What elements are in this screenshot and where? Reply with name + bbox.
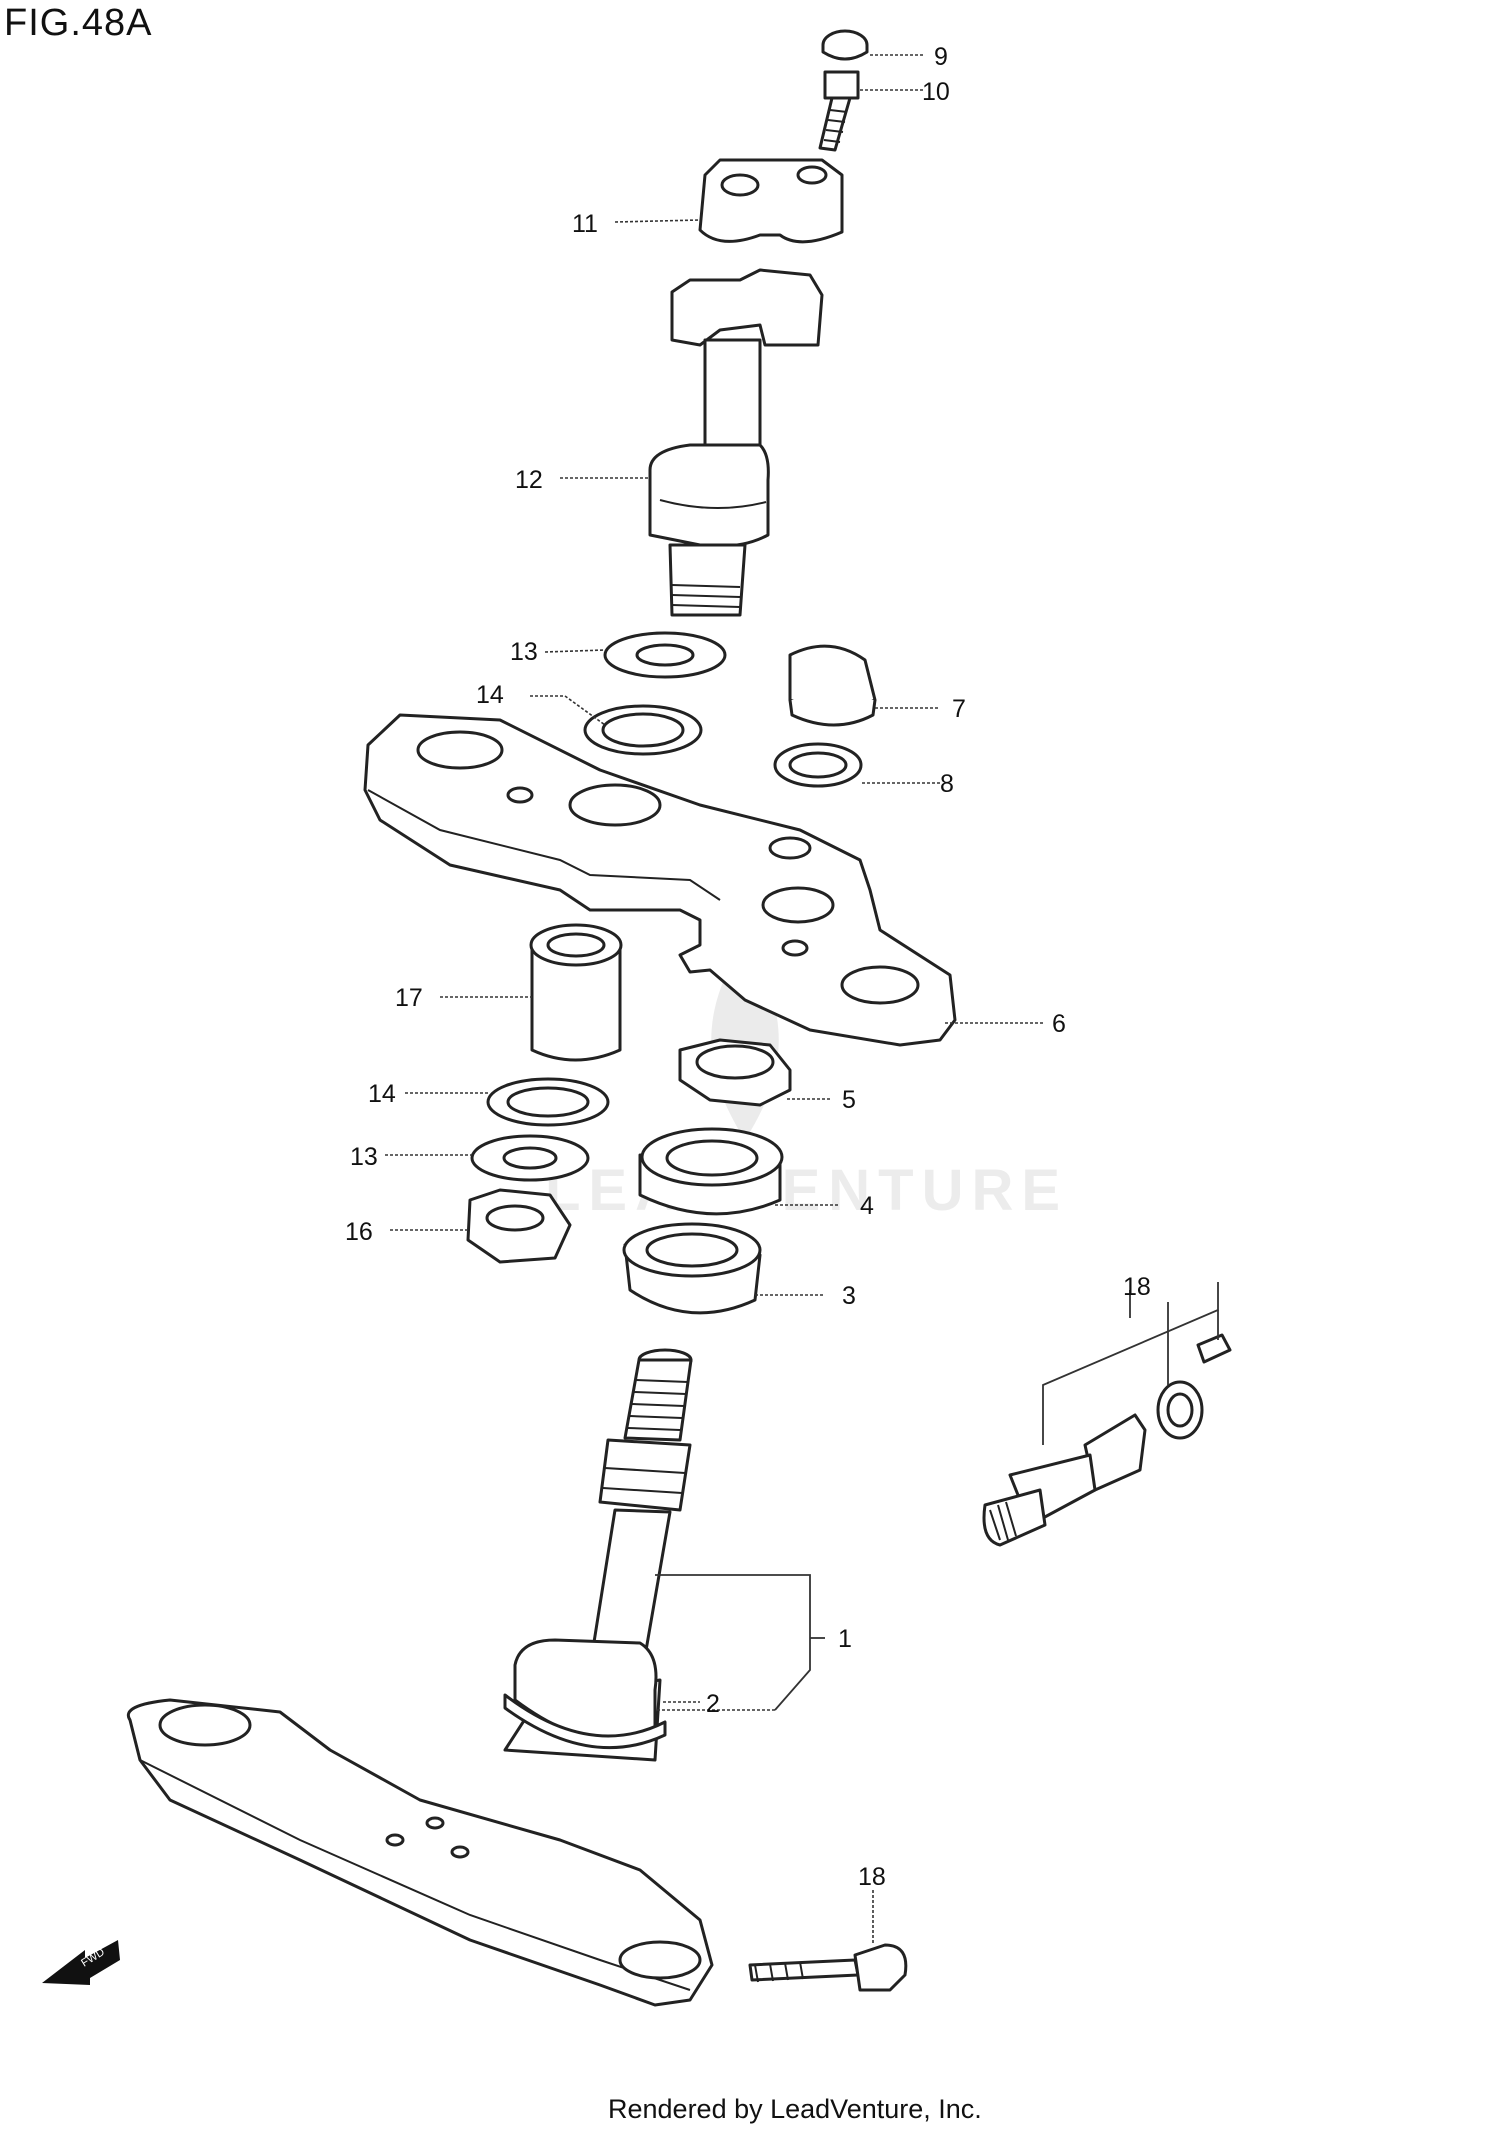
- figure-title: FIG.48A: [4, 2, 153, 44]
- part-8-washer[interactable]: [773, 742, 863, 788]
- part-17-steering-lock-set[interactable]: [982, 1333, 1232, 1547]
- part-13-washer-upper[interactable]: [603, 631, 727, 679]
- part-5-steering-stem-nut[interactable]: [678, 1038, 792, 1107]
- callout-8: 8: [940, 770, 954, 798]
- footer-credit: Rendered by LeadVenture, Inc.: [608, 2094, 982, 2124]
- callout-5: 5: [842, 1086, 856, 1114]
- callout-4: 4: [860, 1192, 874, 1220]
- part-14-washer-upper[interactable]: [583, 704, 703, 756]
- part-13-washer-lower[interactable]: [470, 1134, 590, 1182]
- part-4-bearing-upper[interactable]: [638, 1127, 784, 1216]
- callout-2: 2: [706, 1690, 720, 1718]
- callout-14-lower: 14: [368, 1080, 396, 1108]
- part-12-handlebar-holder-lower[interactable]: [648, 268, 824, 617]
- callout-16: 16: [345, 1218, 373, 1246]
- callout-11: 11: [572, 210, 598, 238]
- callout-7: 7: [952, 695, 966, 723]
- part-18-bolt[interactable]: [748, 1943, 908, 1992]
- callout-6: 6: [1052, 1010, 1066, 1038]
- fwd-arrow-icon: FWD: [42, 1940, 120, 1985]
- part-11-handlebar-holder-upper[interactable]: [698, 158, 844, 244]
- watermark-text: LEADVENTURE: [545, 1158, 1068, 1223]
- part-14-washer-lower[interactable]: [486, 1077, 610, 1127]
- part-7-cap-nut[interactable]: [788, 644, 877, 727]
- part-10-bolt[interactable]: [818, 70, 860, 152]
- part-6-steering-stem-upper-bracket[interactable]: [363, 713, 957, 1047]
- callout-3: 3: [842, 1282, 856, 1310]
- callout-18: 18: [858, 1863, 886, 1891]
- callout-12: 12: [515, 466, 543, 494]
- callout-17: 18: [1123, 1273, 1151, 1301]
- callout-9: 9: [934, 43, 948, 71]
- part-9-cap[interactable]: [821, 29, 869, 61]
- part-16-nut[interactable]: [466, 1188, 572, 1264]
- part-3-bearing-lower[interactable]: [622, 1222, 762, 1315]
- leader-lines: [385, 54, 1219, 1945]
- part-2-dust-seal[interactable]: [503, 1638, 667, 1750]
- part-15-spacer[interactable]: [529, 923, 623, 1062]
- callout-10: 10: [922, 78, 950, 106]
- callout-13-lower: 13: [350, 1143, 378, 1171]
- callout-14-upper: 14: [476, 681, 504, 709]
- callout-1: 1: [838, 1625, 852, 1653]
- callout-13-upper: 13: [510, 638, 538, 666]
- callout-15: 17: [395, 984, 423, 1012]
